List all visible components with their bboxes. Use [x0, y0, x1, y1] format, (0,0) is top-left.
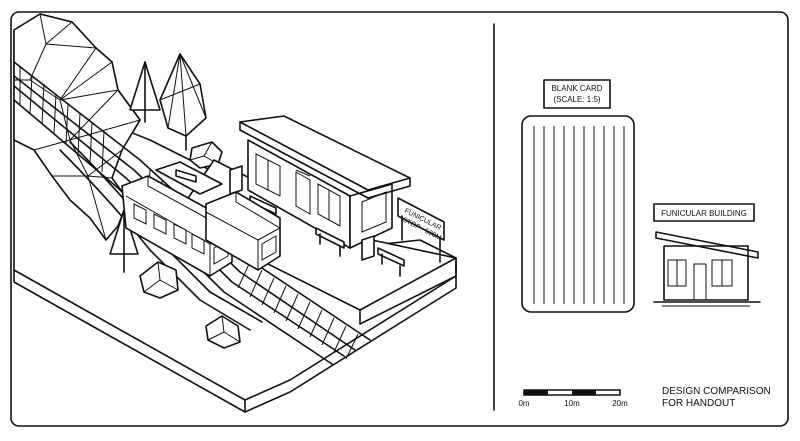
- bench-group: [249, 195, 405, 277]
- blank-card-label-line1: BLANK CARD: [551, 84, 602, 93]
- caption-line1: DESIGN COMPARISON: [662, 386, 771, 397]
- trash-bin: [361, 235, 375, 261]
- tree-group: [109, 53, 207, 273]
- blank-card-label-line2: (SCALE: 1:5): [553, 95, 600, 104]
- blank-card-label-box: [543, 79, 611, 109]
- rock-group: [139, 141, 241, 349]
- scale-label-20: 20m: [612, 399, 628, 408]
- base-edge: [13, 269, 457, 413]
- funicular-building-label-box: [653, 203, 755, 222]
- station-building: [239, 115, 411, 249]
- caption-line2: FOR HANDOUT: [662, 398, 735, 409]
- funicular-building-elevation: [653, 231, 761, 307]
- blank-card: [521, 115, 635, 313]
- funicular-building-label: FUNICULAR BUILDING: [661, 209, 747, 218]
- diorama-illustration: FUNICULAR STOP - 500M: [13, 13, 457, 413]
- scale-label-10: 10m: [564, 399, 580, 408]
- scale-label-0: 0m: [518, 399, 529, 408]
- ticket-machine: [229, 165, 243, 195]
- sheet-frame: [10, 11, 789, 427]
- scale-bar: [523, 389, 621, 396]
- funicular-train: [121, 161, 281, 277]
